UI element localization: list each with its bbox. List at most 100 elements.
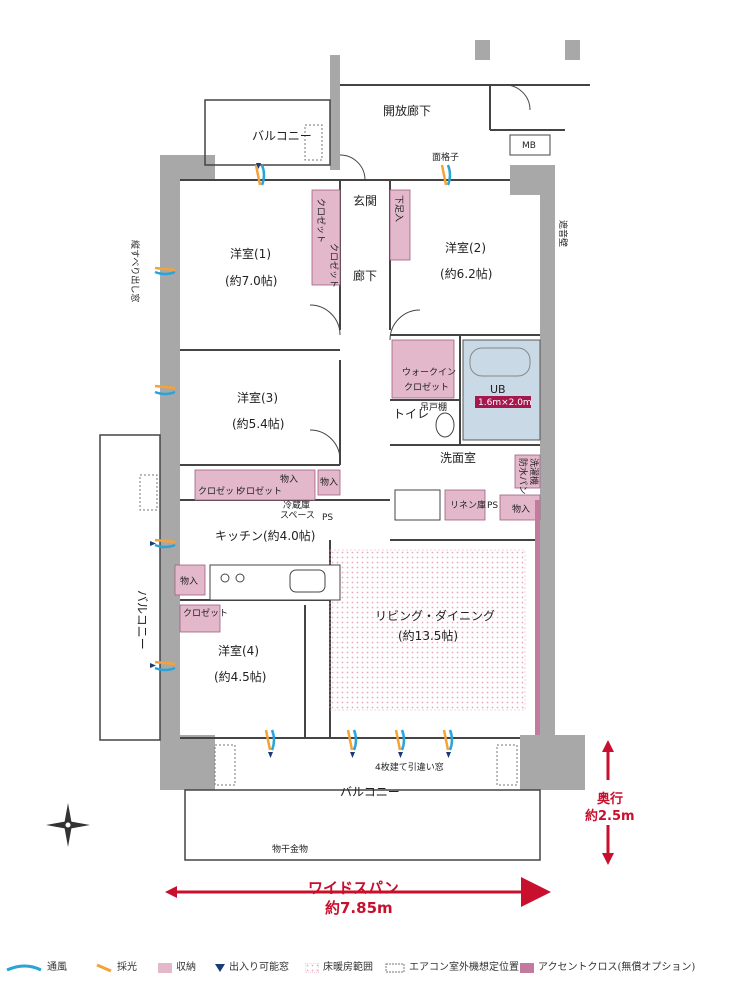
open-corridor-label: 開放廊下 [383, 103, 431, 118]
ac-unit-icon [385, 963, 405, 972]
western4-name: 洋室(4) [218, 643, 259, 658]
balcony-bottom-label: バルコニー [340, 785, 400, 799]
lattice-label: 面格子 [432, 151, 459, 163]
window-marks [150, 163, 454, 758]
wide-span-arrow-left [165, 886, 177, 898]
daylight-icon [346, 729, 354, 751]
soundwall-label: 遮音壁 [557, 220, 569, 247]
storage-label-hall: 物入 [320, 476, 338, 488]
ventilation-icon [6, 964, 42, 971]
cabinet-label: 吊戸棚 [420, 401, 447, 413]
fridge-label-1: 冷蔵庫 [283, 499, 310, 511]
closet-label-w1a: クロゼット [315, 198, 327, 243]
closet-label-w3a: クロゼット [198, 485, 243, 497]
balcony-top-label: バルコニー [252, 129, 312, 143]
floor-heating-icon [305, 962, 319, 973]
floor-heating-area [329, 549, 526, 711]
kitchen-sink [289, 569, 326, 593]
toilet-label: トイレ [393, 407, 429, 421]
hallway-label: 廊下 [353, 268, 377, 283]
ub-label: UB [490, 383, 506, 396]
depth-value: 約2.5m [585, 808, 635, 824]
daylight-icon [154, 384, 176, 390]
legend-item: 採光 [95, 958, 137, 973]
ventilation-icon [352, 729, 358, 751]
daylight-icon [442, 729, 450, 751]
daylight-icon [154, 266, 176, 272]
fridge-label-2: スペース [280, 511, 315, 521]
ventilation-icon [154, 390, 176, 396]
legend-label: 通風 [47, 962, 67, 973]
storage-areas [174, 189, 541, 633]
legend-label: 採光 [117, 962, 137, 973]
door-window-icon [350, 752, 355, 758]
door-window-icon [150, 663, 156, 668]
balcony-top-outline [204, 99, 331, 166]
daylight-icon [96, 963, 112, 972]
living-size: (約13.5帖) [398, 628, 458, 643]
ub-size-badge [475, 396, 531, 408]
closet-label-w4: クロゼット [183, 607, 228, 619]
balcony-bottom-outline [184, 789, 541, 861]
vanity [394, 489, 441, 521]
storage-icon [158, 962, 172, 973]
ac-unit-bottom-right [496, 744, 518, 786]
bathtub [469, 347, 531, 377]
ventilation-icon [154, 666, 176, 672]
ventilation-icon [154, 270, 176, 276]
depth-arrow-top-head [602, 740, 614, 752]
closet-label-w3b: クロゼット [237, 485, 282, 497]
legend-item: 出入り可能窓 [215, 958, 289, 973]
balcony-left-label: バルコニー [135, 590, 149, 650]
ac-unit-top [304, 124, 323, 161]
door-window-icon [215, 963, 225, 972]
door-window-icon [256, 163, 261, 169]
ventilation-icon [400, 729, 406, 751]
entrance-label: 玄関 [353, 193, 377, 208]
unit-bath [462, 339, 541, 441]
daylight-icon [254, 164, 262, 186]
door-swings [309, 84, 531, 461]
storage-label-w3: 物入 [280, 473, 298, 485]
ventilation-icon [448, 729, 454, 751]
ventilation-icon [154, 543, 176, 549]
legend-item: 床暖房範囲 [305, 958, 373, 973]
wide-span-value: 約7.85m [325, 899, 393, 917]
legend-label: 出入り可能窓 [229, 962, 289, 973]
ventilation-icon [446, 164, 452, 186]
mb-label: MB [522, 141, 536, 151]
mb-box [509, 134, 551, 156]
linen-label: リネン庫 [450, 499, 486, 511]
ps-label-wash: PS [487, 501, 498, 511]
depth-title: 奥行 [597, 791, 623, 807]
western1-name: 洋室(1) [230, 246, 271, 261]
washroom-label: 洗面室 [440, 450, 476, 465]
western4-size: (約4.5帖) [214, 669, 266, 684]
legend-label: 床暖房範囲 [323, 962, 373, 973]
legend-label: アクセントクロス(無償オプション) [538, 962, 696, 973]
shoe-storage-label: 下足入 [393, 195, 404, 222]
ps-label-kitchen: PS [322, 513, 333, 523]
door-window-icon [150, 541, 156, 546]
western3-size: (約5.4帖) [232, 416, 284, 431]
western1-size: (約7.0帖) [225, 273, 277, 288]
toilet-fixture [435, 412, 455, 438]
western2-size: (約6.2帖) [440, 266, 492, 281]
legend-item: 収納 [158, 958, 196, 973]
daylight-icon [440, 164, 448, 186]
living-name: リビング・ダイニング [375, 608, 495, 623]
accent-cloth-right [535, 500, 540, 735]
closet-label-w1b: クロゼット [328, 243, 340, 288]
ac-unit-left [139, 474, 158, 511]
vertical-slide-label: 縦すべり出し窓 [129, 240, 141, 302]
legend-item: 通風 [5, 958, 67, 973]
wide-span-title: ワイドスパン [308, 879, 399, 897]
laundry-label: 洗濯機 [528, 458, 540, 485]
daylight-icon [154, 538, 176, 544]
daylight-icon [394, 729, 402, 751]
ventilation-icon [270, 729, 276, 751]
accent-cloth-icon [520, 962, 534, 973]
legend-label: エアコン室外機想定位置 [409, 962, 519, 973]
waterproof-label: 防水パン [517, 458, 529, 494]
